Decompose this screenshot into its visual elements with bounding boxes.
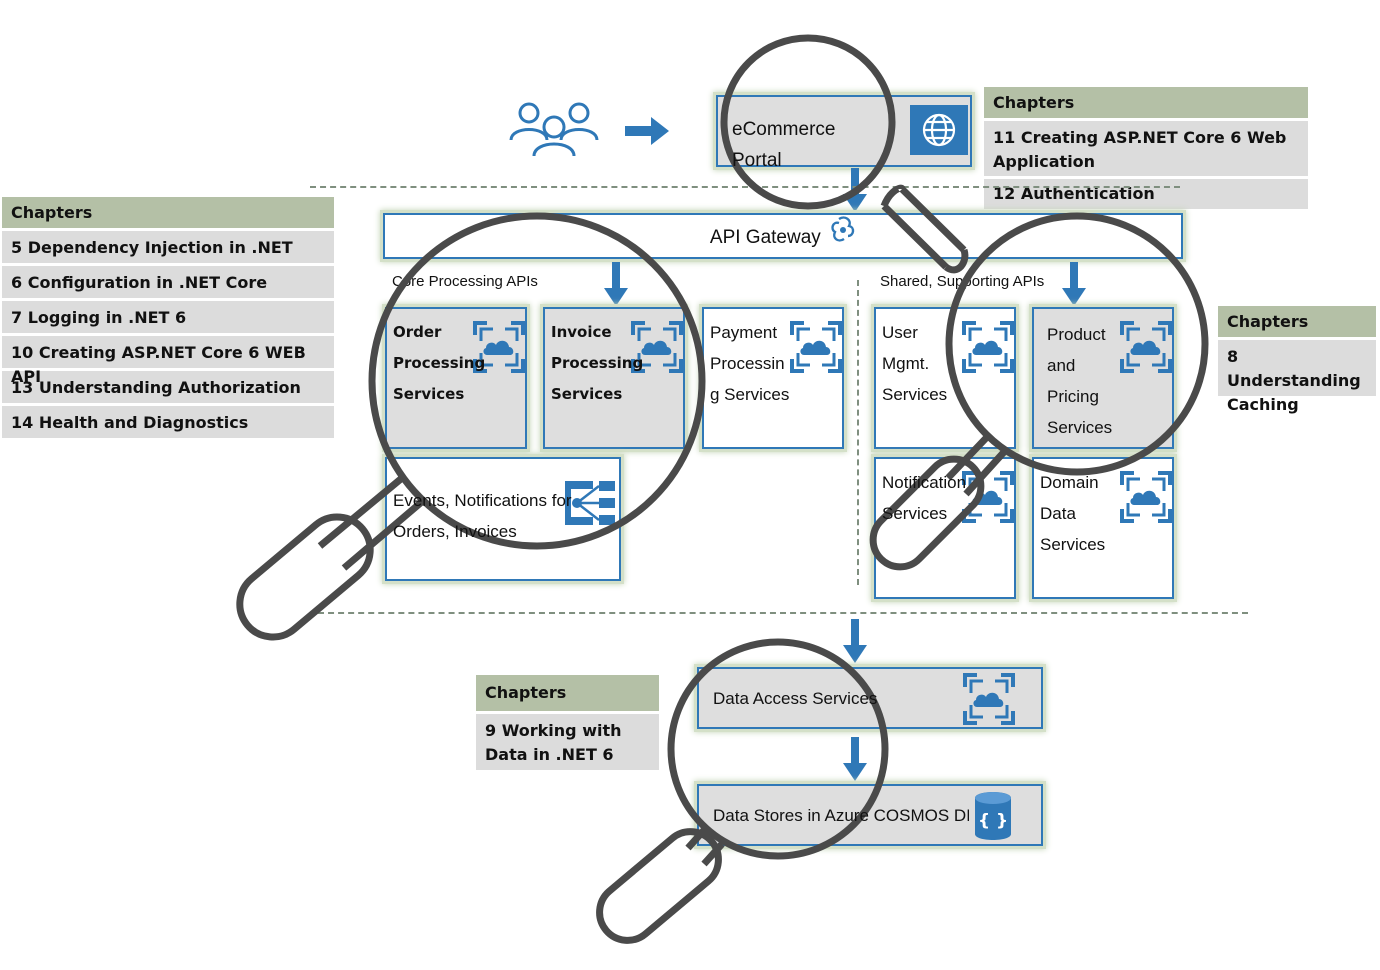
- chapters-header: Chapters: [984, 87, 1308, 118]
- separator-line: [318, 612, 1248, 614]
- azure-function-icon: [790, 321, 842, 373]
- chapter-item: 11 Creating ASP.NET Core 6 Web Applicati…: [984, 121, 1308, 176]
- chapters-header: Chapters: [476, 675, 659, 711]
- user-mgmt-box: User Mgmt. Services: [874, 307, 1016, 449]
- payment-processing-label: Payment Processin g Services: [710, 323, 790, 404]
- invoice-processing-box: Invoice Processing Services: [543, 307, 685, 449]
- chapters-panel-top-right: Chapters 11 Creating ASP.NET Core 6 Web …: [984, 87, 1308, 209]
- arrow-right-icon: [625, 117, 669, 145]
- order-processing-box: Order Processing Services: [385, 307, 527, 449]
- payment-processing-box: Payment Processin g Services: [702, 307, 844, 449]
- chapter-item: 6 Configuration in .NET Core: [2, 266, 334, 298]
- arrow-down-icon: [604, 262, 628, 306]
- events-notifications-box: Events, Notifications for Orders, Invoic…: [385, 457, 621, 581]
- chapters-header: Chapters: [1218, 306, 1376, 337]
- azure-function-icon: [962, 321, 1014, 373]
- data-access-label: Data Access Services: [713, 689, 878, 708]
- chapters-header: Chapters: [2, 197, 334, 228]
- core-apis-label: Core Processing APIs: [392, 273, 538, 290]
- product-pricing-box: Product and Pricing Services: [1032, 307, 1174, 449]
- events-notifications-label: Events, Notifications for Orders, Invoic…: [393, 491, 572, 541]
- notification-services-label: Notification Services: [882, 473, 967, 523]
- globe-icon: [910, 105, 968, 155]
- data-stores-box: Data Stores in Azure COSMOS DB { }: [697, 784, 1043, 846]
- chapter-item: 5 Dependency Injection in .NET: [2, 231, 334, 263]
- data-access-box: Data Access Services: [697, 667, 1043, 729]
- domain-data-label: Domain Data Services: [1040, 473, 1106, 554]
- chapter-item: 7 Logging in .NET 6: [2, 301, 334, 333]
- chapters-panel-right: Chapters 8 Understanding Caching: [1218, 306, 1376, 414]
- chapters-panel-bottom: Chapters 9 Working with Data in .NET 6: [476, 675, 659, 770]
- separator-line: [310, 186, 1180, 188]
- data-stores-label: Data Stores in Azure COSMOS DB: [713, 806, 978, 825]
- chapter-item: 8 Understanding Caching: [1218, 340, 1376, 414]
- chapter-item: 13 Understanding Authorization: [2, 371, 334, 403]
- api-gateway-box: API Gateway: [383, 213, 1183, 259]
- arrow-down-icon: [1062, 262, 1086, 306]
- chapters-panel-left: Chapters 5 Dependency Injection in .NET …: [2, 197, 334, 438]
- ecommerce-portal-label: eCommerce Portal: [732, 119, 836, 171]
- chapter-item: 10 Creating ASP.NET Core 6 WEB API: [2, 336, 334, 386]
- api-gateway-label: API Gateway: [709, 226, 821, 248]
- ecommerce-portal-box: eCommerce Portal: [716, 95, 972, 171]
- cosmos-db-icon: { }: [969, 790, 1017, 842]
- separator-line: [857, 280, 859, 585]
- user-mgmt-label: User Mgmt. Services: [882, 323, 948, 404]
- azure-function-icon: [962, 471, 1014, 523]
- chapter-item: 9 Working with Data in .NET 6: [476, 714, 659, 770]
- chapter-item: 12 Authentication: [984, 179, 1308, 209]
- api-management-icon: [830, 215, 856, 260]
- azure-function-icon: [1120, 321, 1172, 373]
- arrow-down-icon: [843, 619, 867, 663]
- azure-function-icon: [1120, 471, 1172, 523]
- notification-services-box: Notification Services: [874, 457, 1016, 599]
- invoice-processing-label: Invoice Processing Services: [551, 323, 644, 403]
- shared-apis-label: Shared, Supporting APIs: [880, 273, 1045, 290]
- domain-data-box: Domain Data Services: [1032, 457, 1174, 599]
- svg-text:{ }: { }: [978, 811, 1008, 831]
- users-icon: [505, 100, 603, 160]
- azure-function-icon: [963, 673, 1015, 725]
- chapter-item: 14 Health and Diagnostics: [2, 406, 334, 438]
- arrow-down-icon: [843, 737, 867, 781]
- order-processing-label: Order Processing Services: [393, 323, 486, 403]
- product-pricing-label: Product and Pricing Services: [1047, 325, 1113, 437]
